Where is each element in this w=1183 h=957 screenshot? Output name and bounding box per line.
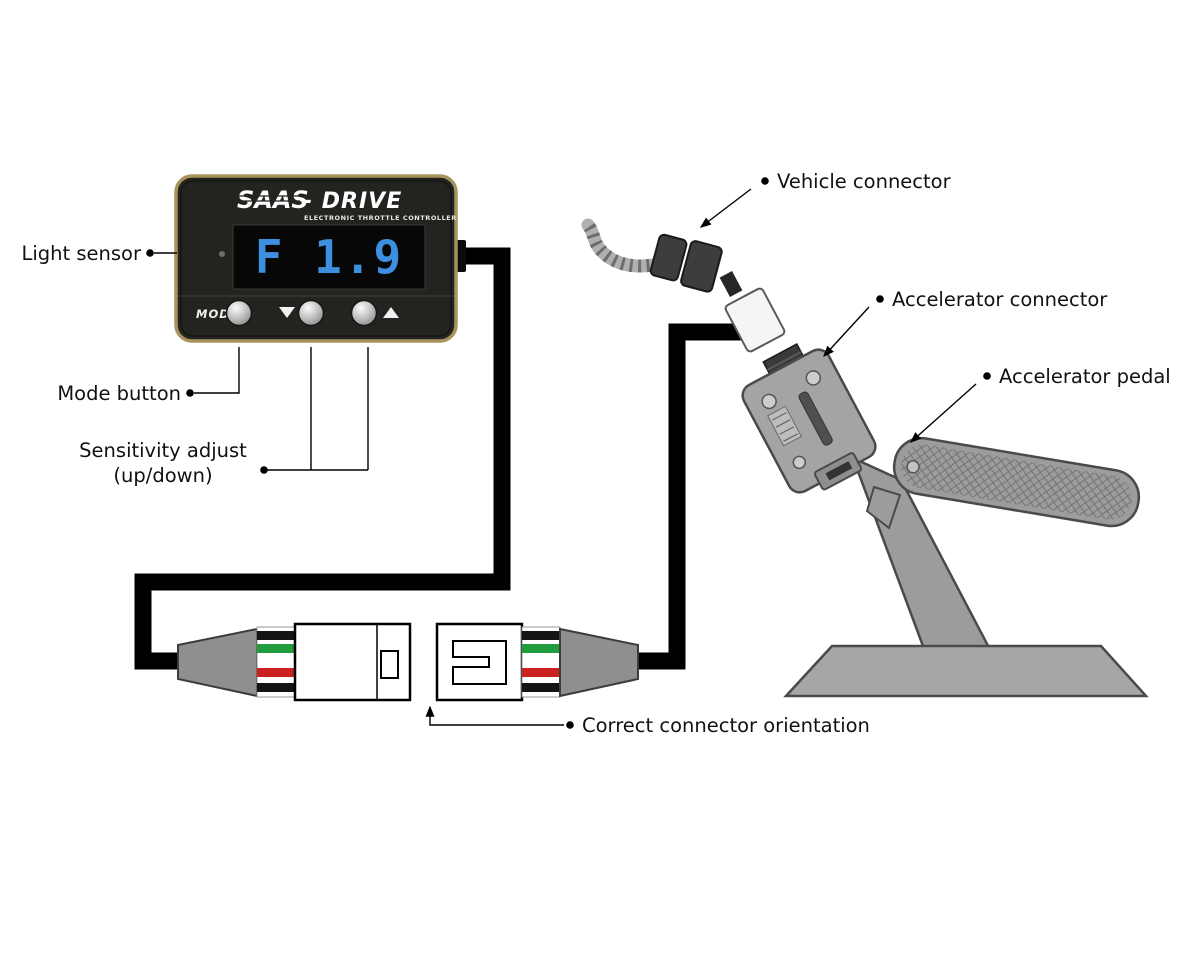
sensor-scale-ticks [772, 412, 798, 442]
mode-button [225, 299, 253, 327]
correct-orientation-label: Correct connector orientation [582, 714, 870, 737]
display-value: F 1.9 [255, 230, 403, 284]
wire-red-icon [257, 668, 295, 677]
screw3-icon [792, 455, 807, 470]
left-connector-latch [380, 650, 399, 679]
right-connector-boot [559, 627, 639, 698]
accelerator-plug-body [724, 287, 786, 353]
connector-neck-body [719, 271, 743, 297]
callout-labels: Light sensor Mode button Sensitivity adj… [22, 170, 1171, 737]
bullet2-icon [186, 389, 194, 397]
wire-green2-icon [522, 644, 560, 653]
pedal-arm-spur [865, 485, 902, 530]
bullet5-icon [876, 295, 884, 303]
pedal-sensor-housing [741, 348, 877, 494]
pedal-pad-pivot [906, 460, 920, 474]
bullet-icon [146, 249, 154, 257]
led-display [232, 224, 426, 290]
screw-icon [761, 393, 777, 410]
sensor-slot [798, 391, 833, 446]
accelerator-pedal-arrow [909, 383, 977, 443]
mode-button-leader [194, 347, 240, 394]
light-sensor-dot [219, 251, 225, 257]
accelerator-pedal-label: Accelerator pedal [999, 365, 1171, 388]
sensor-bottom-slot [825, 461, 853, 481]
vehicle-connector-block-a [649, 233, 688, 282]
pedal-base [783, 644, 1149, 698]
accelerator-connector-label: Accelerator connector [892, 288, 1108, 311]
mode-button-label: Mode button [57, 382, 181, 405]
right-connector [435, 622, 639, 702]
pedal-assembly [581, 218, 1149, 698]
sensitivity-down-button [297, 299, 325, 327]
accelerator-plug-white [724, 287, 786, 353]
up-triangle-icon [383, 307, 399, 318]
pedal-pad [892, 436, 1141, 528]
left-connector [177, 622, 412, 702]
bullet7-icon [566, 721, 574, 729]
light-sensor-label: Light sensor [22, 242, 142, 265]
down-triangle-icon [279, 307, 295, 318]
wire-green-icon [257, 644, 295, 653]
controller-inner-edge [180, 180, 452, 337]
brand-speed-lines [236, 195, 300, 202]
sensitivity-label-line1: Sensitivity adjust [79, 439, 247, 462]
vehicle-connector-label: Vehicle connector [777, 170, 952, 193]
vehicle-connector-block-b [680, 240, 723, 293]
corrugated-loom [581, 218, 665, 273]
wire-black3-icon [522, 631, 560, 640]
accelerator-connector-arrow [823, 306, 870, 358]
right-connector-body [435, 622, 524, 702]
bullet6-icon [983, 372, 991, 380]
wire-black4-icon [522, 683, 560, 692]
wire-black-icon [257, 631, 295, 640]
wiring-harness [134, 247, 748, 702]
sensitivity-label-line2: (up/down) [113, 464, 212, 487]
brand-subtitle-text: ELECTRONIC THROTTLE CONTROLLER [304, 214, 457, 222]
throttle-controller: SAAS - DRIVE ELECTRONIC THROTTLE CONTROL… [174, 174, 466, 343]
brand-suffix-text: - DRIVE [303, 189, 402, 214]
brand-text: SAAS [237, 186, 309, 214]
wire-black2-icon [257, 683, 295, 692]
vehicle-connector [649, 233, 723, 293]
wire-red2-icon [522, 668, 560, 677]
right-connector-keyway [452, 640, 507, 685]
sensitivity-leader [264, 347, 369, 471]
bullet4-icon [761, 177, 769, 185]
vehicle-connector-arrow [699, 188, 752, 228]
screw2-icon [805, 370, 822, 386]
cable-controller-to-left-connector [134, 247, 511, 670]
cable-right-connector-to-pedal [628, 323, 748, 670]
left-connector-boot [177, 627, 258, 698]
pedal-pad-grip-texture [901, 444, 1132, 520]
connector-neck [719, 271, 743, 297]
correct-orientation-leader [425, 705, 564, 726]
sensitivity-up-button [350, 299, 378, 327]
